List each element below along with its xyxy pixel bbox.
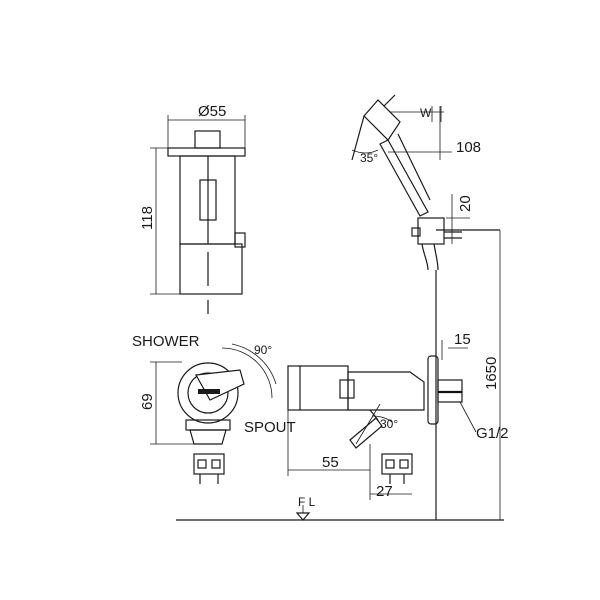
mixer-body-circle	[177, 362, 239, 424]
valve-body	[347, 371, 425, 411]
bracket-label: 20	[457, 195, 474, 212]
spout-outlet	[349, 417, 383, 449]
side-union-bolt-r	[399, 459, 409, 469]
wall-marker-label: W	[420, 106, 432, 120]
height-label: 118	[139, 206, 156, 230]
side-view-mixer: 30° 55 27 G1/2	[287, 355, 509, 500]
outlet-cone	[189, 429, 227, 445]
handset-head	[363, 99, 401, 141]
wall-bracket	[417, 217, 445, 245]
spout-angle-ray	[355, 403, 381, 445]
shower-label: SHOWER	[132, 333, 200, 350]
outlet-nut	[185, 419, 231, 431]
offset-27-label: 27	[376, 483, 393, 500]
hose-right	[433, 243, 439, 271]
diameter-label: Ø55	[198, 103, 226, 120]
floor-level: F L	[176, 495, 504, 521]
inner-channel	[199, 179, 217, 221]
housing-cap	[339, 379, 355, 399]
spout-angle-label: 30°	[380, 417, 398, 431]
handset-handle	[379, 139, 429, 217]
side-view-body: Ø55 118	[139, 103, 246, 314]
offset-15-label: 15	[454, 331, 471, 348]
cap	[194, 130, 221, 149]
front-view-mixer: SHOWER SPOUT 90° 69	[132, 333, 296, 484]
top-flange	[167, 147, 246, 157]
spray-ray	[351, 115, 365, 161]
thread-leader	[459, 401, 477, 433]
length-55-label: 55	[322, 454, 339, 471]
hose-left	[421, 243, 429, 271]
angle-35-label: 35°	[360, 151, 378, 165]
side-union-bolt-l	[385, 459, 395, 469]
union-bolt-left	[197, 459, 207, 469]
lever-slot	[198, 389, 220, 394]
head-face-top	[383, 94, 396, 107]
lever-hub	[187, 372, 229, 414]
rotation-arc-outer	[231, 343, 277, 385]
mixer-lever	[195, 369, 245, 401]
floor-level-label: F L	[298, 495, 316, 509]
cartridge-housing	[287, 365, 349, 411]
bracket-clip	[411, 227, 421, 237]
lower-block	[179, 243, 243, 295]
union-bolt-right	[211, 459, 221, 469]
floor-marker-triangle	[295, 512, 311, 521]
install-height-label: 1650	[483, 357, 500, 390]
spout-neck	[369, 409, 379, 421]
handle-edge	[397, 133, 431, 201]
side-inlet-union	[381, 453, 413, 475]
hand-shower-view: 35° W 108 20	[351, 94, 481, 271]
spout-label: SPOUT	[244, 419, 296, 436]
side-tab	[234, 232, 246, 248]
rotation-arc	[221, 347, 273, 399]
wall-and-height: 1650 15	[435, 229, 501, 520]
thread-label: G1/2	[476, 425, 509, 442]
angle-35-arc	[351, 149, 379, 154]
inlet-union	[193, 453, 225, 475]
depth-label: 108	[456, 139, 481, 156]
height-69-label: 69	[139, 393, 156, 410]
spout-angle-arc	[371, 415, 393, 423]
lever-rotation-label: 90°	[254, 343, 272, 357]
